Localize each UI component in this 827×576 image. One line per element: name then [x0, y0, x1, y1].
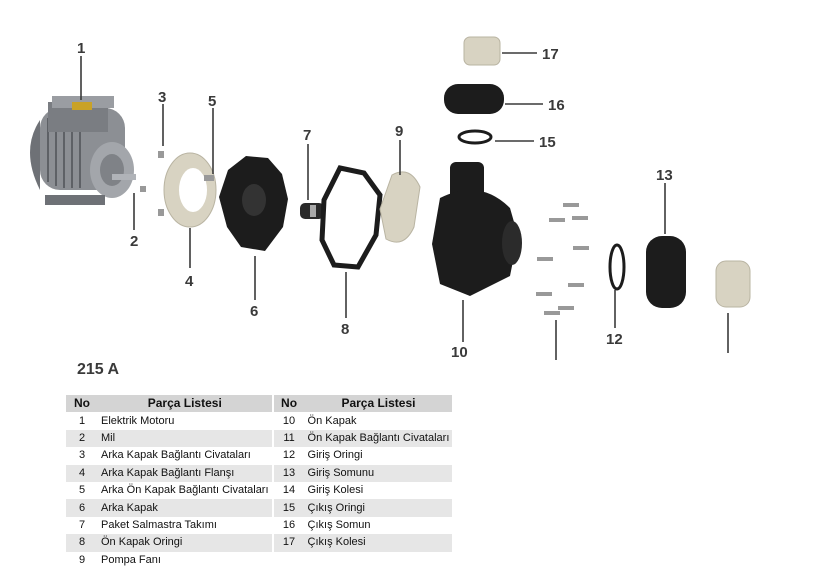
- part-no: 4: [66, 464, 98, 482]
- header-parts-right: Parça Listesi: [304, 395, 453, 413]
- part-no: 17: [271, 534, 305, 552]
- part-name: Çıkış Oringi: [304, 499, 453, 517]
- part-no: 1: [78, 414, 86, 427]
- part-no: 3: [78, 449, 86, 462]
- parts-list-table: No Parça Listesi No Parça Listesi 1 Elek…: [66, 395, 453, 569]
- table-row: 9 Pompa Fanı: [66, 551, 453, 569]
- rear-cover: [219, 156, 288, 251]
- part-name: Arka Kapak Bağlantı Flanşı: [98, 464, 273, 482]
- table-row: 1 Elektrik Motoru 10 Ön Kapak: [66, 412, 452, 430]
- front-cover: [432, 162, 522, 296]
- exploded-view-diagram: 1 2 3 4 5 6 7 8 9 10 11 12 13 14 15 16 1…: [30, 36, 751, 360]
- part-no: [271, 551, 305, 569]
- leader-lines: [80, 52, 729, 360]
- table-row: 5 Arka Ön Kapak Bağlantı Civataları 14 G…: [66, 481, 452, 500]
- callout-16: 16: [548, 97, 565, 114]
- impeller: [379, 171, 421, 243]
- part-name: Ön Kapak: [307, 414, 357, 427]
- part-no: 5: [78, 484, 86, 497]
- callout-9: 9: [395, 123, 403, 140]
- callout-7: 7: [303, 127, 311, 144]
- part-no: 9: [78, 553, 86, 566]
- part-name: Giriş Oringi: [307, 449, 363, 462]
- model-code: 215 A: [77, 361, 120, 378]
- rear-cover-flange: [163, 152, 217, 228]
- callout-6: 6: [250, 303, 258, 320]
- mechanical-seal: [300, 203, 324, 219]
- part-no: 15: [271, 499, 305, 517]
- table-row: 8 Ön Kapak Oringi 17 Çıkış Kolesi: [66, 534, 453, 552]
- part-no: 14: [271, 481, 305, 500]
- part-name: Giriş Kolesi: [307, 484, 364, 497]
- callout-15: 15: [539, 134, 556, 151]
- callout-4: 4: [185, 273, 194, 290]
- table-row: 3 Arka Kapak Bağlantı Civataları 12 Giri…: [66, 447, 452, 465]
- callout-8: 8: [341, 321, 349, 338]
- callout-14: 14: [719, 357, 736, 360]
- outlet-oring: [457, 129, 493, 145]
- front-cover-oring: [319, 165, 383, 270]
- table-row: 2 Mil 11 Ön Kapak Bağlantı Civataları: [66, 429, 453, 448]
- part-name: Ön Kapak Bağlantı Civataları: [304, 429, 453, 448]
- callout-numbers: 1 2 3 4 5 6 7 8 9 10 11 12 13 14 15 16 1…: [77, 40, 736, 360]
- part-name: Arka Kapak Bağlantı Civataları: [101, 449, 251, 462]
- part-name: Arka Kapak: [98, 499, 273, 517]
- rear-front-cover-bolts: [204, 175, 214, 181]
- inlet-nut: [646, 236, 686, 308]
- header-no-left: No: [66, 395, 98, 413]
- part-name: Elektrik Motoru: [101, 414, 175, 427]
- front-cover-bolts: [536, 203, 589, 315]
- callout-3: 3: [158, 89, 166, 106]
- part-name: [305, 552, 453, 569]
- part-name: Mil: [98, 429, 273, 448]
- inlet-tail: [715, 260, 751, 308]
- part-name: Giriş Somunu: [304, 464, 453, 482]
- table-header-row: No Parça Listesi No Parça Listesi: [66, 395, 453, 413]
- table-row: 7 Paket Salmastra Takımı 16 Çıkış Somun: [66, 516, 452, 535]
- callout-1: 1: [77, 40, 85, 57]
- rear-cover-bolts: [140, 151, 164, 216]
- part-name: Pompa Fanı: [101, 553, 161, 566]
- callout-13: 13: [656, 167, 673, 184]
- electric-motor: [30, 96, 134, 205]
- part-name: Ön Kapak Oringi: [98, 534, 273, 552]
- outlet-tail: [463, 36, 501, 66]
- header-parts-left: Parça Listesi: [98, 395, 273, 413]
- part-no: 12: [271, 447, 305, 465]
- part-no: 11: [271, 429, 305, 448]
- part-no: 7: [78, 518, 86, 531]
- callout-5: 5: [208, 93, 216, 110]
- outlet-nut: [444, 84, 504, 114]
- part-name: Paket Salmastra Takımı: [101, 518, 217, 531]
- part-name: Çıkış Somun: [307, 518, 371, 531]
- part-no: 2: [66, 429, 98, 448]
- callout-2: 2: [130, 233, 138, 250]
- table-row: 4 Arka Kapak Bağlantı Flanşı 13 Giriş So…: [66, 464, 453, 482]
- shaft: [112, 174, 136, 180]
- callout-17: 17: [542, 46, 559, 63]
- part-no: 6: [66, 499, 98, 517]
- inlet-oring: [608, 243, 626, 291]
- part-no: 10: [271, 412, 305, 430]
- table-row: 6 Arka Kapak 15 Çıkış Oringi: [66, 499, 453, 517]
- callout-10: 10: [451, 344, 468, 360]
- header-no-right: No: [271, 395, 305, 413]
- part-no: 16: [271, 516, 305, 535]
- part-name: Çıkış Kolesi: [304, 534, 453, 552]
- callout-12: 12: [606, 331, 623, 348]
- part-name: Arka Ön Kapak Bağlantı Civataları: [101, 484, 269, 497]
- part-no: 8: [66, 534, 98, 552]
- part-no: 13: [271, 464, 305, 482]
